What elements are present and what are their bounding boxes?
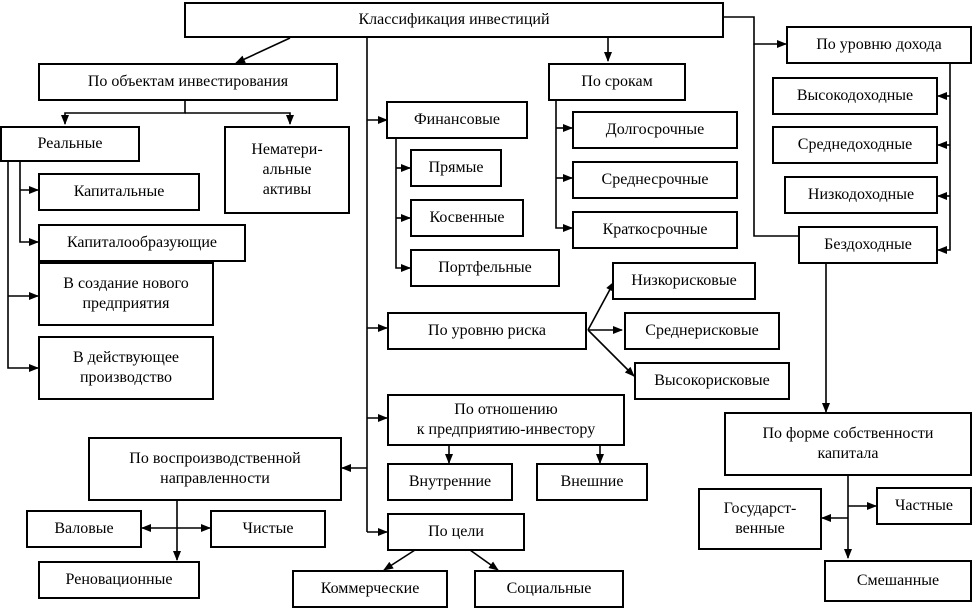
purpose-node: По цели [387,513,525,551]
purpose-social-node: Социальные [474,570,624,608]
terms-node: По срокам [548,63,686,101]
financial-indirect-node: Косвенные [410,199,524,237]
real-capital-node: Капитальные [38,173,200,211]
terms-short-node: Краткосрочные [572,211,738,249]
income-high-node: Высокодоходные [772,77,938,115]
ownership-private-node: Частные [876,487,972,525]
real-capital-forming-node: Капиталообразующие [38,224,246,262]
real-node: Реальные [0,126,140,162]
ownership-node: По форме собственности капитала [724,412,972,476]
income-none-node: Бездоходные [798,226,938,264]
income-low-node: Низкодоходные [784,176,938,214]
terms-long-node: Долгосрочные [572,111,738,149]
real-existing-production-node: В действующее производство [38,336,214,400]
root-node: Классификация инвестиций [184,2,724,38]
reproduction-node: По воспроизводственной направленности [88,437,342,501]
financial-portfolio-node: Портфельные [410,249,560,287]
purpose-commercial-node: Коммерческие [292,570,448,608]
relation-node: По отношению к предприятию-инвестору [387,394,625,446]
objects-node: По объектам инвестирования [38,63,338,101]
risk-node: По уровню риска [387,312,587,350]
risk-medium-node: Среднерисковые [624,312,780,350]
financial-direct-node: Прямые [410,149,502,187]
income-medium-node: Среднедоходные [772,126,938,164]
reproduction-net-node: Чистые [210,510,326,548]
financial-node: Финансовые [386,101,528,139]
reproduction-gross-node: Валовые [26,510,142,548]
intangible-node: Немате­ри- альные активы [224,126,350,214]
income-node: По уровню дохода [786,26,972,64]
relation-internal-node: Внутренние [387,463,513,501]
ownership-state-node: Государст- венные [698,488,822,550]
ownership-mixed-node: Смешанные [824,560,972,602]
risk-high-node: Высокорисковые [634,362,790,400]
reproduction-renovation-node: Реновационные [38,561,200,599]
real-new-enterprise-node: В создание нового предприятия [38,262,214,326]
relation-external-node: Внешние [536,463,648,501]
terms-medium-node: Среднесрочные [572,161,738,199]
risk-low-node: Низкорисковые [612,262,756,300]
